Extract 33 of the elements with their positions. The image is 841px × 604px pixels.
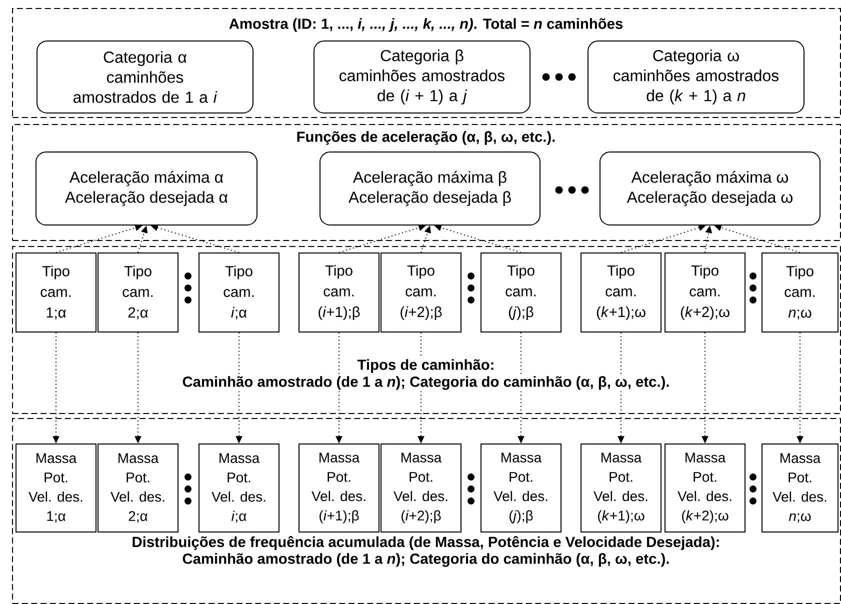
category-box: Categoria ω caminhões amostrados de (k + 1) a n bbox=[588, 40, 804, 114]
panel-heading: Tipos de caminhão: bbox=[356, 358, 496, 374]
panel-heading: Caminhão amostrado (de 1 a n); Categoria do caminhão (α, β, ω, etc.). bbox=[180, 552, 672, 568]
distribution-box: Massa Pot. Vel. des. (k+2);ω bbox=[664, 444, 746, 532]
panel-heading: Amostra (ID: 1, ..., i, ..., j, ..., k, ..., n). Total = n caminhões bbox=[228, 16, 624, 34]
truck-type-box: Tipo cam. (j);β bbox=[480, 252, 562, 332]
distribution-box: Massa Pot. Vel. des. (i+2);β bbox=[380, 444, 462, 532]
dashed-panel bbox=[12, 124, 841, 241]
truck-type-box: Tipo cam. 1;α bbox=[16, 252, 96, 332]
dashed-panel bbox=[12, 8, 841, 118]
distribution-box: Massa Pot. Vel. des. 2;α bbox=[98, 444, 178, 532]
category-box: Categoria α caminhões amostrados de 1 a i bbox=[36, 40, 254, 114]
distribution-box: Massa Pot. Vel. des. (k+1);ω bbox=[580, 444, 662, 532]
acceleration-box: Aceleração máxima α Aceleração desejada α bbox=[36, 152, 258, 226]
distribution-box: Massa Pot. Vel. des. 1;α bbox=[16, 444, 96, 532]
distribution-box: Massa Pot. Vel. des. (i+1);β bbox=[298, 444, 380, 532]
truck-type-box: Tipo cam. n;ω bbox=[762, 252, 838, 332]
dashed-panel bbox=[12, 418, 841, 604]
panel-heading: Funções de aceleração (α, β, ω, etc.). bbox=[294, 130, 558, 146]
distribution-box: Massa Pot. Vel. des. (j);β bbox=[480, 444, 562, 532]
truck-type-box: Tipo cam. 2;α bbox=[98, 252, 178, 332]
category-box: Categoria β caminhões amostrados de (i + 1) a j bbox=[314, 40, 530, 114]
dashed-panel bbox=[12, 246, 841, 414]
acceleration-box: Aceleração máxima β Aceleração desejada β bbox=[320, 152, 540, 226]
distribution-box: Massa Pot. Vel. des. i;α bbox=[198, 444, 280, 532]
truck-type-box: Tipo cam. (i+2);β bbox=[380, 252, 462, 332]
acceleration-box: Aceleração máxima ω Aceleração desejada ω bbox=[600, 152, 820, 226]
distribution-box: Massa Pot. Vel. des. n;ω bbox=[762, 444, 838, 532]
truck-type-box: Tipo cam. i;α bbox=[198, 252, 280, 332]
truck-type-box: Tipo cam. (i+1);β bbox=[298, 252, 380, 332]
truck-type-box: Tipo cam. (k+1);ω bbox=[580, 252, 662, 332]
truck-type-box: Tipo cam. (k+2);ω bbox=[664, 252, 746, 332]
panel-heading: Distribuições de frequência acumulada (de Massa, Potência e Velocidade Desejada): bbox=[130, 534, 722, 552]
